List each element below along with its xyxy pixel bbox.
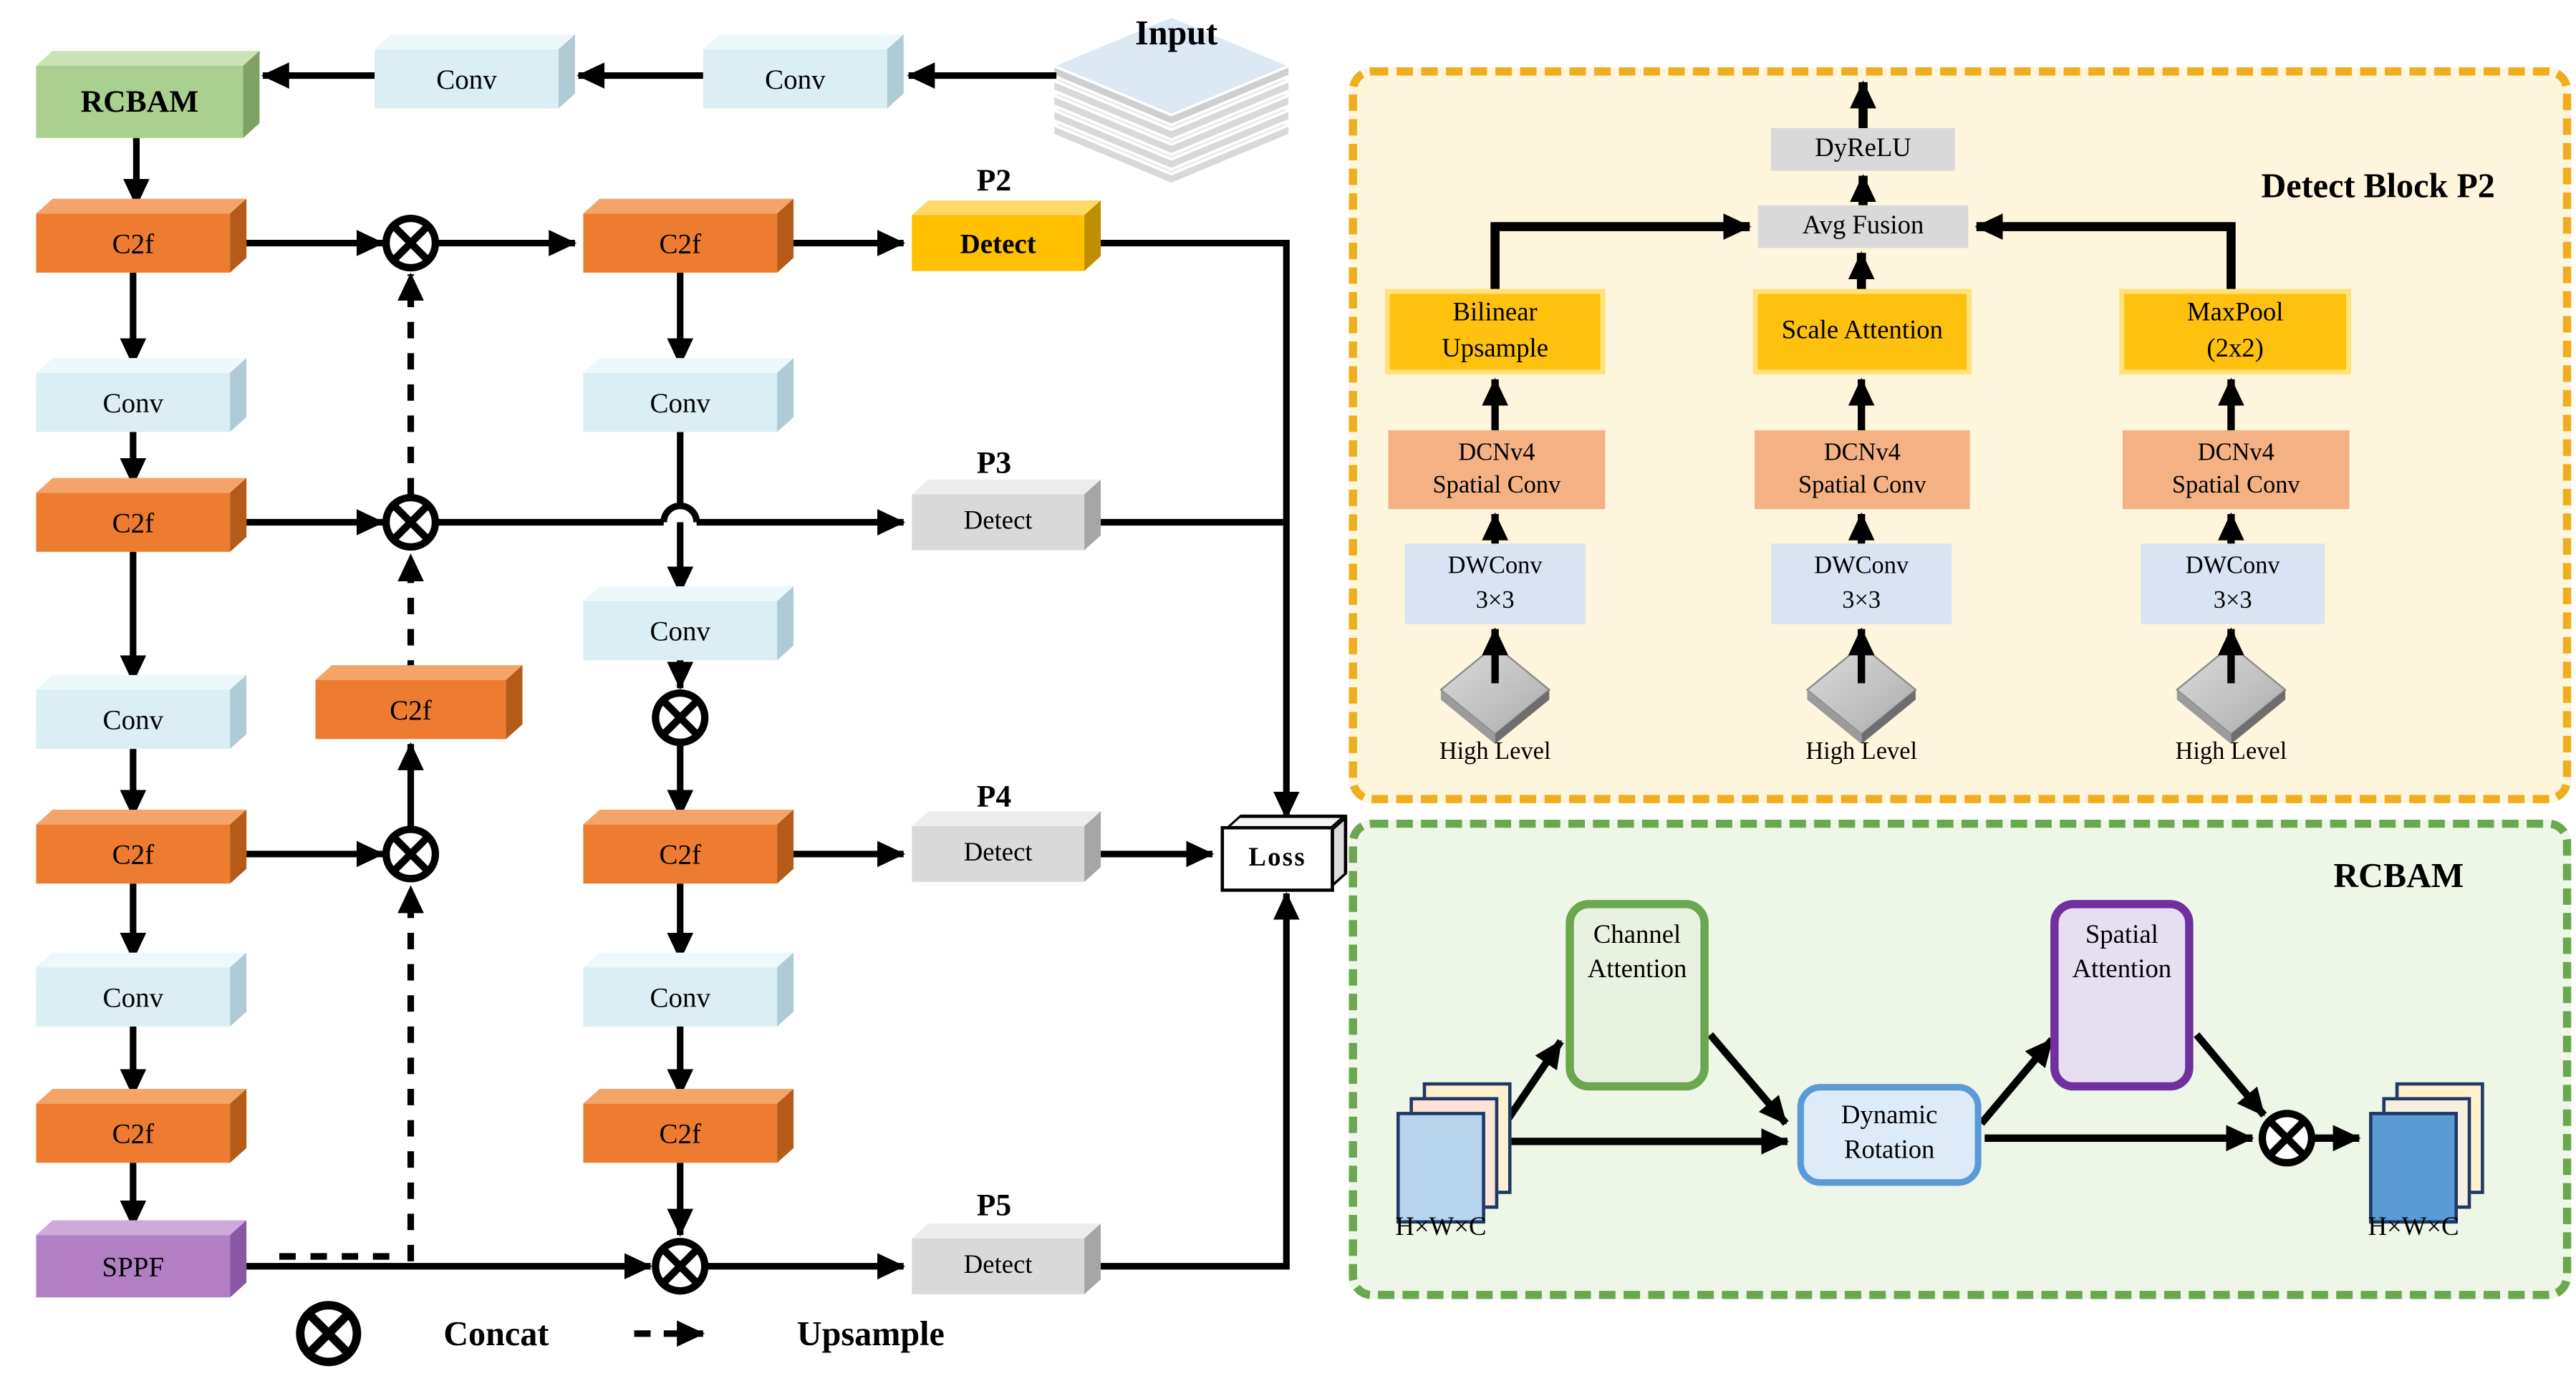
p4-level-label: P4 [976,780,1012,815]
legend-concat-label: Concat [443,1314,549,1354]
input-feature-card-front [1396,1112,1485,1224]
neck-c2f-p2-block: C2f [583,198,794,273]
line-jump-arc [660,503,700,523]
detect-panel-title: Detect Block P2 [2261,165,2495,205]
backbone-conv-3-block: Conv [36,952,247,1027]
loss-block: Loss [1220,814,1348,892]
concat-icon [655,693,705,742]
rcbam-output-dims-label: H×W×C [2368,1213,2459,1242]
backbone-sppf-block: SPPF [36,1220,247,1298]
legend-upsample-label: Upsample [796,1314,945,1354]
concat-icon [386,830,435,879]
neck-conv-2-block: Conv [583,586,794,661]
neck-conv-3-block: Conv [583,952,794,1027]
backbone-conv-2-block: Conv [36,674,247,750]
p5-level-label: P5 [976,1188,1012,1224]
concat-icon [386,218,435,268]
neck-c2f-p5-block: C2f [583,1088,794,1163]
backbone-conv-1-block: Conv [36,358,247,432]
concat-icon [386,498,435,547]
concat-icon [655,1241,705,1291]
high-level-label-3: High Level [2175,739,2287,766]
dyrelu-box: DyReLU [1771,127,1955,171]
detect-head-p5-block: Detect [912,1223,1101,1294]
backbone-c2f-p5-block: C2f [36,1088,247,1163]
rcbam-panel-title: RCBAM [2333,856,2464,896]
concat-icon [2262,1113,2312,1163]
backbone-c2f-p3-block: C2f [36,478,247,552]
stem-conv-1-block: Conv [375,34,575,109]
high-level-label-1: High Level [1439,739,1551,766]
detect-head-p2-block: Detect [912,200,1101,271]
avg-fusion-box: Avg Fusion [1757,205,1969,248]
p2-level-label: P2 [976,164,1012,199]
neck-c2f-p4-block: C2f [583,809,794,884]
backbone-c2f-p4-block: C2f [36,809,247,884]
maxpool-box: MaxPool(2x2) [2119,289,2351,375]
stem-conv-2-block: Conv [703,34,904,109]
output-feature-card-front [2369,1112,2458,1224]
backbone-rcbam-block: RCBAM [36,51,260,138]
detect-head-p4-block: Detect [912,811,1101,882]
scale-attention-box: Scale Attention [1752,289,1972,375]
neck-c2f-mid-block: C2f [315,665,523,740]
p3-level-label: P3 [976,446,1012,482]
input-label: Input [1134,13,1218,53]
upsample-dashed-path [279,272,424,1261]
neck-conv-1-block: Conv [583,358,794,432]
detect-head-p3-block: Detect [912,479,1101,551]
backbone-c2f-p2-block: C2f [36,198,247,273]
input-stack-icon [1050,15,1293,185]
rcbam-input-dims-label: H×W×C [1395,1213,1487,1242]
high-level-label-2: High Level [1805,739,1918,766]
legend-concat-icon [300,1305,357,1362]
